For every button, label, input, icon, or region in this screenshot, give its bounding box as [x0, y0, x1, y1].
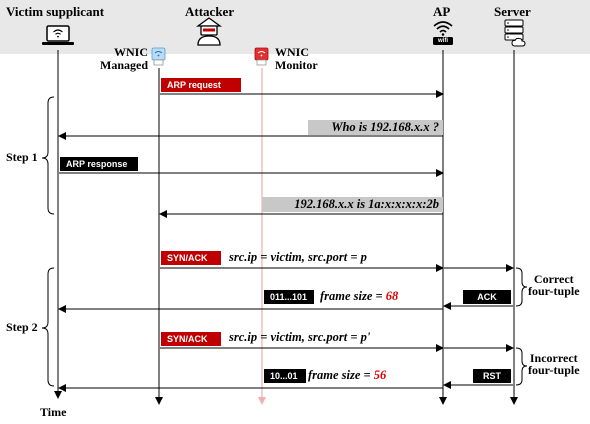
rst-box: RST: [473, 369, 511, 383]
incorrect-line2: four-tuple: [528, 363, 580, 377]
synack2-box: SYN/ACK: [161, 332, 221, 346]
wifi-badge-text: wifi: [438, 38, 448, 44]
server-header: Server: [494, 4, 531, 19]
frame-size2-text: frame size = 56: [308, 368, 386, 383]
time-label: Time: [40, 405, 67, 419]
hacker-icon: [196, 17, 222, 46]
bits2-box: 10...01: [264, 369, 306, 383]
monitor-wnic-icon: [254, 47, 269, 66]
arp-request-box: ARP request: [161, 78, 241, 92]
step1-label: Step 1: [6, 150, 38, 164]
step1-brace: [41, 96, 55, 215]
step2-label: Step 2: [6, 320, 38, 334]
correct-line1: Correct: [533, 272, 574, 286]
frame-size1-text: frame size = 68: [320, 289, 398, 304]
monitor-wnic-label: WNIC Monitor: [275, 46, 318, 72]
managed-wnic-line1: WNIC: [113, 45, 148, 59]
frame-size2-label: frame size =: [308, 368, 374, 382]
victim-header: Victim supplicant: [6, 4, 105, 19]
frame-size2-value: 56: [373, 368, 387, 382]
managed-wnic-line2: Managed: [100, 58, 148, 72]
synack1-box: SYN/ACK: [161, 251, 221, 265]
reply-box: 192.168.x.x is 1a:x:x:x:x:2b: [262, 197, 443, 212]
correct-label: Correct four-tuple: [528, 273, 580, 297]
correct-line2: four-tuple: [528, 284, 580, 298]
correct-brace: [515, 267, 528, 307]
managed-wnic-label: WNIC Managed: [88, 46, 148, 72]
who-is-box: Who is 192.168.x.x ?: [308, 120, 443, 135]
monitor-wnic-line1: WNIC: [275, 45, 310, 59]
monitor-wnic-line2: Monitor: [275, 58, 318, 72]
attacker-header: Attacker: [185, 4, 235, 19]
frame-size1-label: frame size =: [320, 289, 386, 303]
incorrect-line1: Incorrect: [529, 351, 578, 365]
bits1-box: 011...101: [264, 290, 314, 304]
incorrect-brace: [515, 347, 528, 386]
header-band: [0, 0, 590, 54]
ack-box: ACK: [463, 290, 511, 304]
incorrect-label: Incorrect four-tuple: [528, 352, 580, 376]
wifi-router-icon: [433, 21, 453, 45]
laptop-icon: [42, 25, 74, 45]
arp-response-box: ARP response: [60, 157, 138, 171]
server-icon: [504, 19, 526, 47]
frame-size1-value: 68: [385, 289, 399, 303]
step2-brace: [41, 267, 55, 387]
ap-header: AP: [433, 4, 451, 19]
managed-wnic-icon: [151, 47, 166, 66]
spoof2-text: src.ip = victim, src.port = p': [229, 330, 371, 344]
spoof1-text: src.ip = victim, src.port = p: [229, 250, 367, 264]
